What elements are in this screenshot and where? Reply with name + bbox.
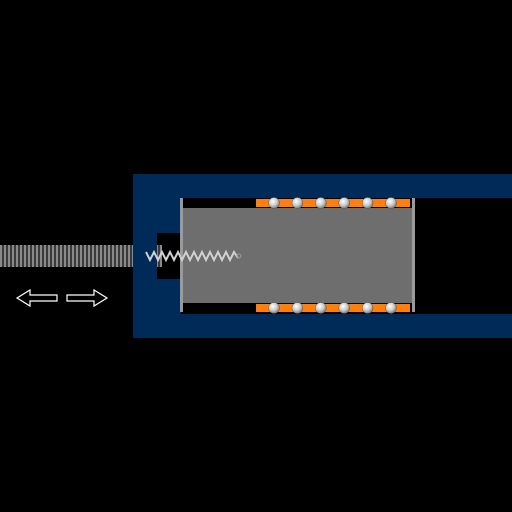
bearing-ball (268, 197, 280, 209)
bearing-ball (338, 302, 350, 314)
arrow-left-icon (15, 288, 58, 308)
bearing-ball (385, 197, 397, 209)
bearing-strip-top (256, 199, 410, 207)
cylinder-housing (133, 174, 512, 338)
compression-spring (145, 249, 239, 263)
bearing-strip-bottom (256, 304, 410, 312)
bearing-ball (315, 302, 327, 314)
bearing-ball (291, 197, 304, 209)
bearing-ball (291, 302, 304, 314)
bearing-ball (385, 302, 397, 314)
piston-edge-right (412, 198, 415, 312)
lead-screw (0, 245, 162, 267)
bearing-row-top (256, 197, 410, 209)
bearing-ball (361, 197, 374, 209)
bearing-ball (315, 197, 327, 209)
bearing-ball (338, 197, 350, 209)
motion-arrows (15, 288, 109, 308)
spring-end-pin (236, 253, 242, 259)
housing-top-wall (133, 174, 512, 198)
bearing-ball (268, 302, 280, 314)
housing-end-wall-left (133, 174, 157, 338)
piston-edge-left (180, 198, 183, 312)
bearing-row-bottom (256, 302, 410, 314)
housing-bottom-wall (133, 314, 512, 338)
arrow-right-icon (66, 288, 109, 308)
piston (183, 208, 414, 303)
bearing-ball (361, 302, 374, 314)
